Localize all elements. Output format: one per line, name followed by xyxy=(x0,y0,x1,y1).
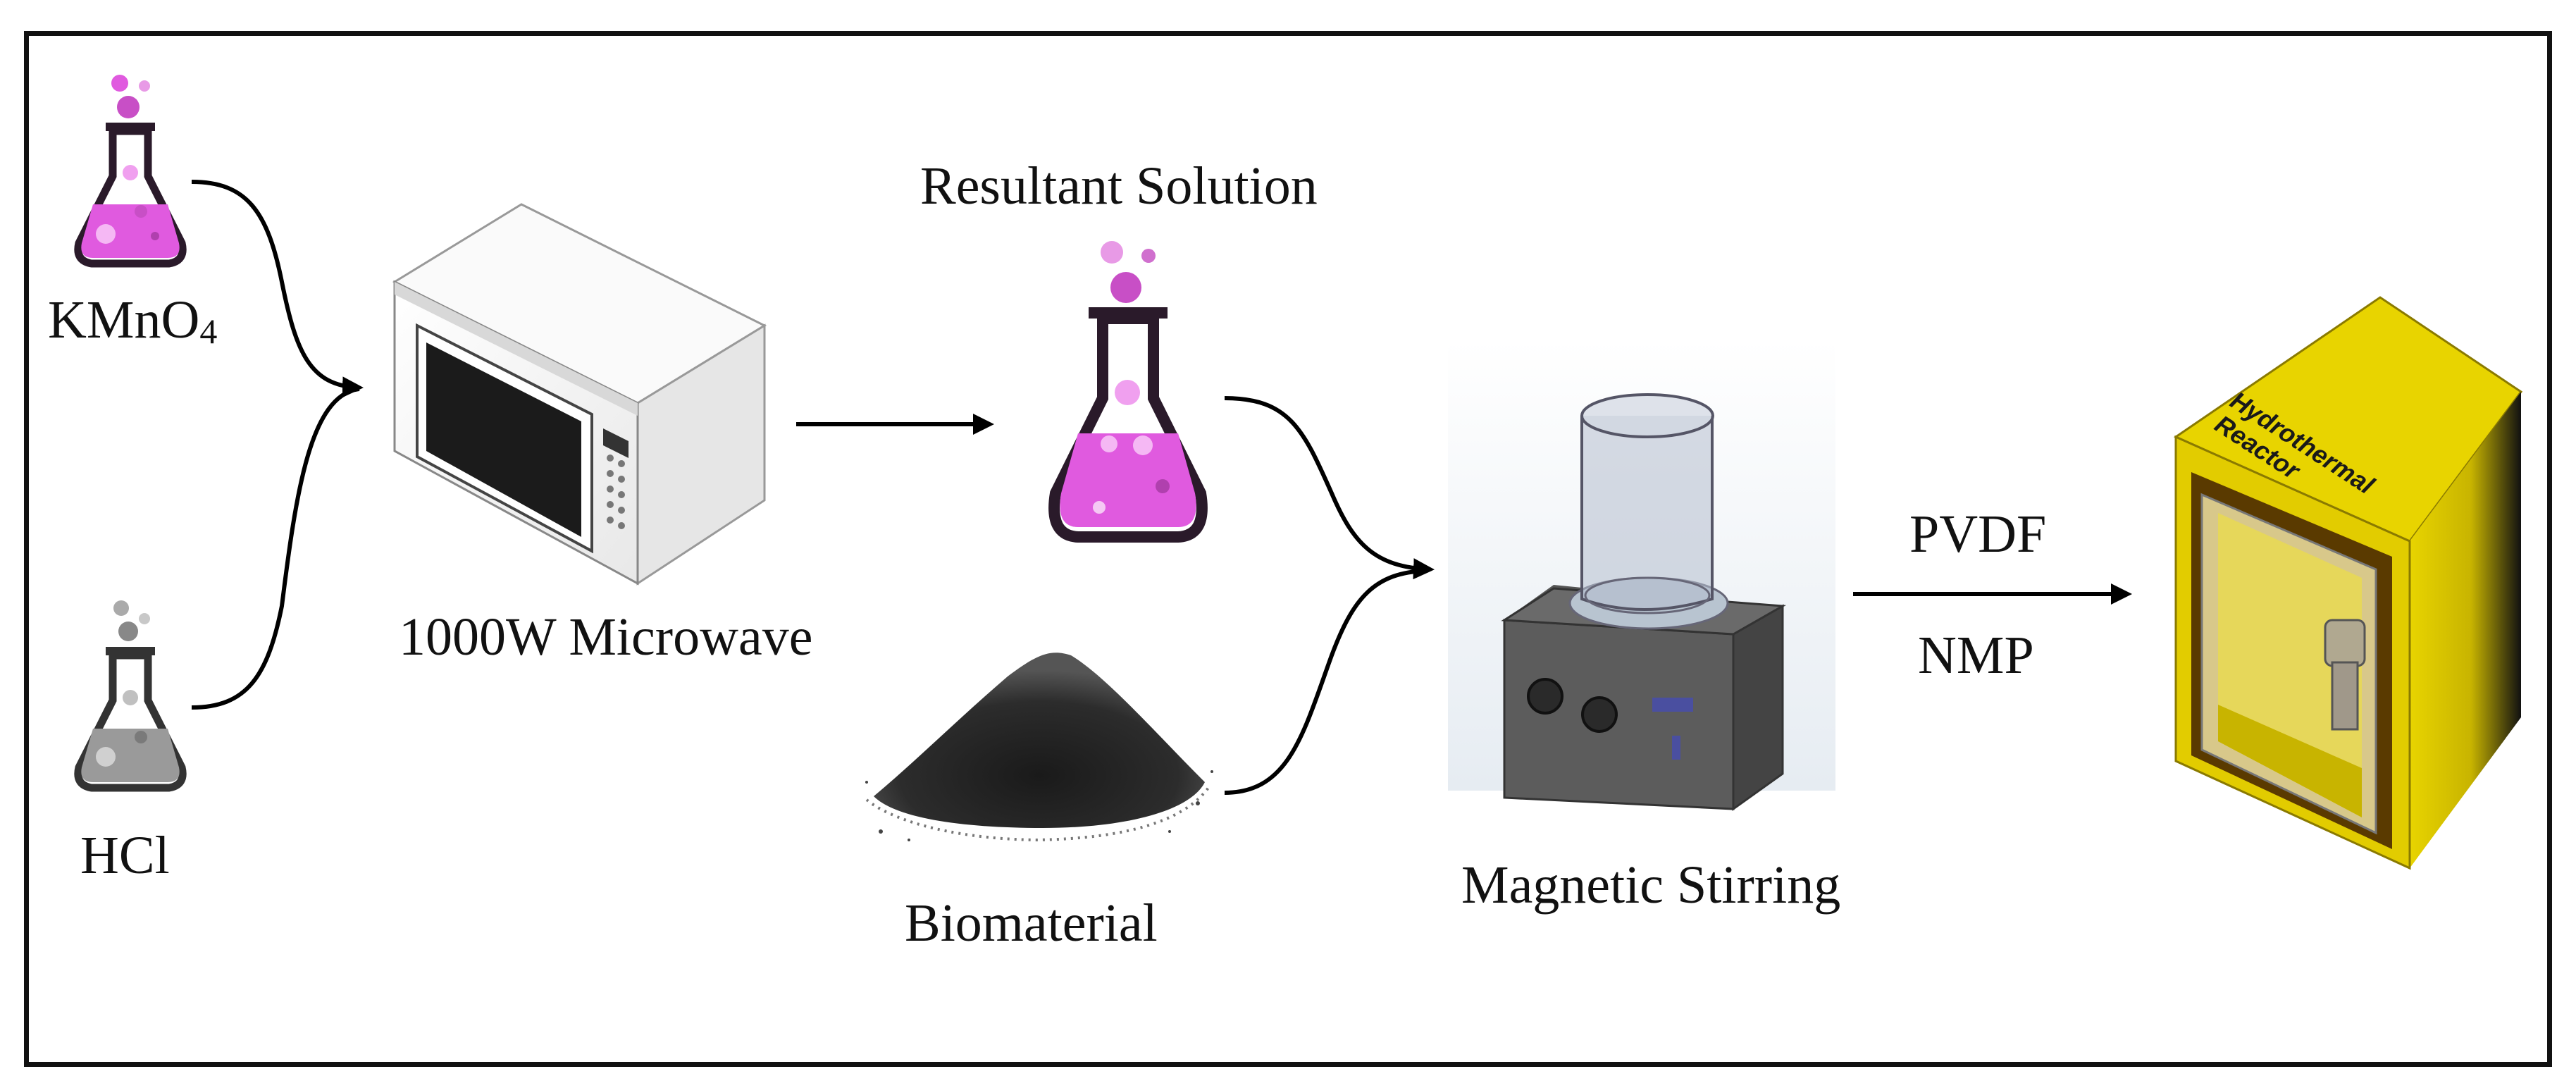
hcl-label: HCl xyxy=(80,826,170,885)
resultant-solution-label: Resultant Solution xyxy=(920,156,1318,216)
hydrothermal-reactor-icon xyxy=(2173,296,2523,870)
biomaterial-powder-icon xyxy=(865,653,1213,842)
resultant-to-stirrer-arrow xyxy=(1224,396,1435,580)
hcl-flask-icon xyxy=(74,600,187,792)
kmno4-flask-icon xyxy=(74,75,187,268)
magnetic-stirring-label: Magnetic Stirring xyxy=(1461,855,1841,915)
biomaterial-label: Biomaterial xyxy=(905,894,1158,953)
microwave-label: 1000W Microwave xyxy=(399,607,813,667)
hcl-to-microwave-arrow xyxy=(191,387,360,710)
magnetic-stirrer-icon xyxy=(1448,340,1835,811)
pvdf-label: PVDF xyxy=(1909,505,2047,564)
diagram-frame xyxy=(24,31,2552,1067)
biomaterial-to-stirrer-arrow xyxy=(1224,569,1428,795)
kmno4-to-microwave-arrow xyxy=(191,180,364,398)
nmp-label: NMP xyxy=(1918,626,2034,685)
microwave-icon xyxy=(392,203,767,586)
kmno4-label: KMnO4 xyxy=(48,290,218,351)
resultant-flask-icon xyxy=(1048,241,1208,543)
